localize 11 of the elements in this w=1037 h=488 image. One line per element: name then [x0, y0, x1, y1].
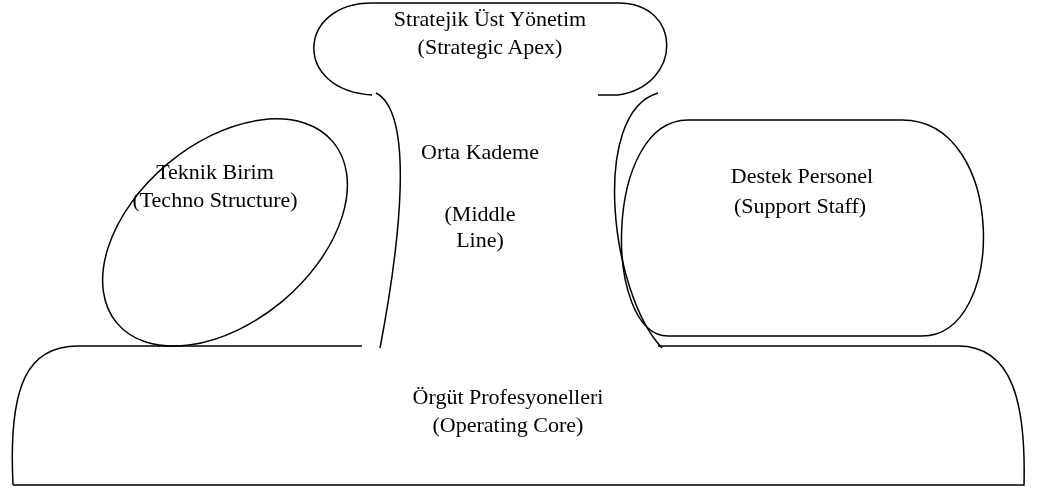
english-term: (Operating Core): [431, 412, 585, 438]
english-term: (Techno Structure): [131, 187, 299, 213]
part-name: Destek Personel: [729, 163, 875, 189]
english-term: (Middle Line): [443, 201, 517, 253]
part-name: Teknik Birim: [155, 159, 275, 185]
english-term: (Strategic Apex): [416, 34, 564, 60]
english-term: (Support Staff): [732, 193, 868, 219]
part-name: Stratejik Üst Yönetim: [392, 6, 588, 32]
apex-shape: [312, 1, 668, 95]
part-name: Örgüt Profesyonelleri: [411, 384, 605, 410]
part-name: Orta Kademe: [420, 139, 540, 165]
